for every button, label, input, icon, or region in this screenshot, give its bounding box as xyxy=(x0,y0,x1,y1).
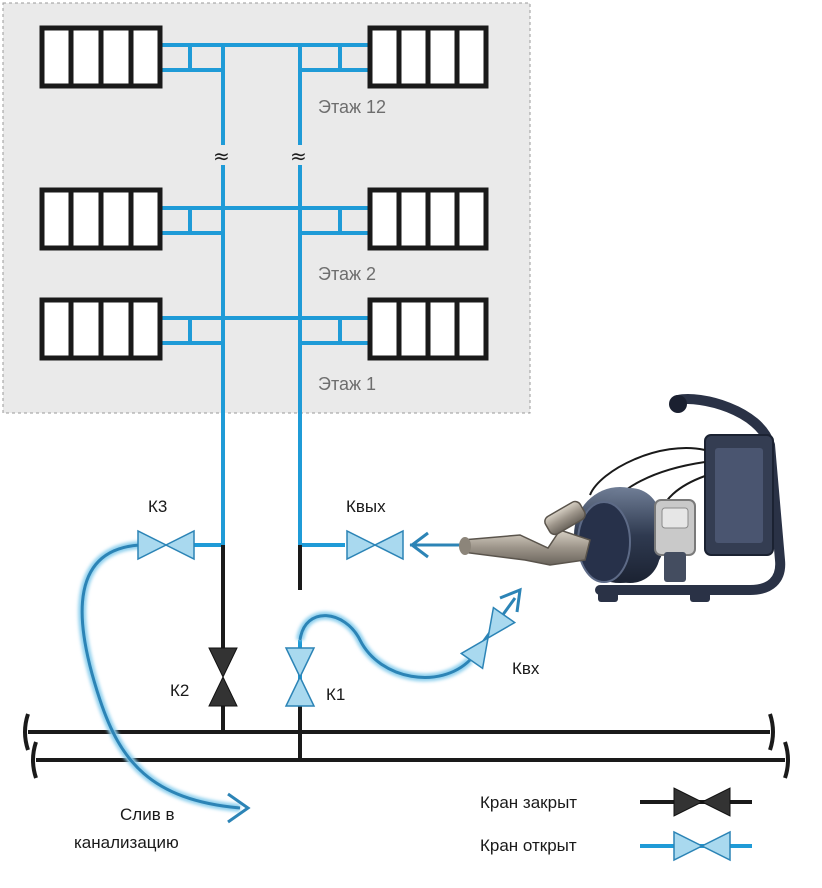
basement-pipes xyxy=(23,545,790,779)
pipe-break-marks: ≈ ≈ xyxy=(213,144,308,168)
legend-open-label: Кран открыт xyxy=(480,836,577,855)
valve-k2-closed xyxy=(208,647,238,707)
flushing-pump-illustration xyxy=(459,394,786,602)
heating-riser-pipes xyxy=(160,43,370,700)
valve-label-k3: К3 xyxy=(148,497,167,516)
valve-label-kvkh: Квх xyxy=(512,659,540,678)
drain-hose xyxy=(78,541,251,824)
drain-label-line1: Слив в xyxy=(120,805,174,824)
floor-label-2: Этаж 2 xyxy=(318,264,376,284)
radiator xyxy=(367,187,489,251)
radiator xyxy=(39,187,163,251)
valve-label-k1: К1 xyxy=(326,685,345,704)
radiator xyxy=(39,297,163,361)
radiator xyxy=(367,297,489,361)
legend-closed-symbol xyxy=(640,787,752,817)
floor-label-12: Этаж 12 xyxy=(318,97,386,117)
legend-closed-label: Кран закрыт xyxy=(480,793,577,812)
break-symbol-supply: ≈ xyxy=(213,144,230,168)
valve-k3-open xyxy=(137,529,195,561)
valve-kvkh-open xyxy=(459,606,517,670)
drain-label-line2: канализацию xyxy=(74,833,179,852)
inlet-hose xyxy=(296,587,522,682)
floor-label-1: Этаж 1 xyxy=(318,374,376,394)
radiator xyxy=(39,25,163,89)
valve-k1-open xyxy=(284,647,316,707)
valve-label-k2: К2 xyxy=(170,681,189,700)
radiator xyxy=(367,25,489,89)
break-symbol-return: ≈ xyxy=(290,144,307,168)
valve-label-kvykh: Квых xyxy=(346,497,386,516)
legend-open-symbol xyxy=(640,830,752,862)
legend: Кран закрыт Кран открыт xyxy=(480,787,752,862)
valve-kvykh-open xyxy=(346,529,404,561)
